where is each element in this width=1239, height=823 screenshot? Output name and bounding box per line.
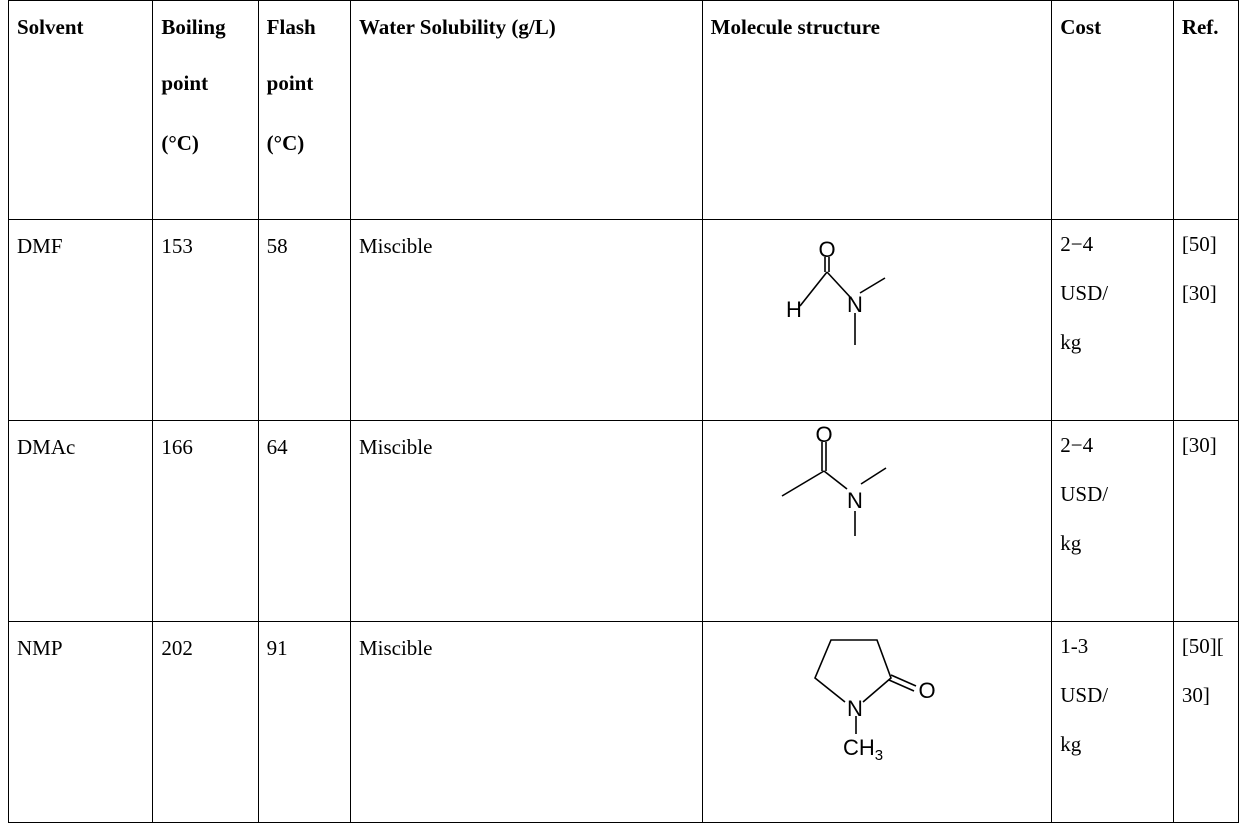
dmf-structure-diagram: O H N bbox=[786, 237, 886, 345]
cell-solubility: Miscible bbox=[349, 219, 703, 421]
header-ref: Ref. bbox=[1172, 0, 1239, 220]
cell-flash-point: 64 bbox=[257, 420, 351, 622]
cell-molecule-structure: O H N bbox=[701, 219, 1053, 421]
cell-solvent: NMP bbox=[7, 621, 154, 823]
table-row: NMP 202 91 Miscible O N CH3 1-3 USD/ kg bbox=[7, 621, 1239, 823]
header-cost: Cost bbox=[1051, 0, 1174, 220]
header-molecule-structure: Molecule structure bbox=[701, 0, 1053, 220]
oxygen-atom: O bbox=[818, 237, 835, 262]
table-row: DMF 153 58 Miscible O H N 2−4 bbox=[7, 219, 1239, 421]
header-row: Solvent Boiling point (°C) Flash point (… bbox=[7, 0, 1239, 220]
cell-boiling-point: 166 bbox=[152, 420, 259, 622]
cell-molecule-structure: O N CH3 bbox=[701, 621, 1053, 823]
cell-ref: [50] [30] bbox=[1172, 219, 1239, 421]
cell-solvent: DMF bbox=[7, 219, 154, 421]
header-boiling-point: Boiling point (°C) bbox=[152, 0, 259, 220]
cell-solubility: Miscible bbox=[349, 621, 703, 823]
hydrogen-atom: H bbox=[786, 297, 802, 322]
cell-solvent: DMAc bbox=[7, 420, 154, 622]
oxygen-atom: O bbox=[918, 678, 935, 703]
nitrogen-atom: N bbox=[847, 292, 863, 317]
cell-boiling-point: 153 bbox=[152, 219, 259, 421]
oxygen-atom: O bbox=[815, 422, 832, 447]
header-flash-point: Flash point (°C) bbox=[257, 0, 351, 220]
table-row: DMAc 166 64 Miscible O N 2−4 USD/ bbox=[7, 420, 1239, 622]
cell-cost: 2−4 USD/ kg bbox=[1051, 219, 1174, 421]
nitrogen-atom: N bbox=[847, 488, 863, 513]
cell-ref: [50][ 30] bbox=[1172, 621, 1239, 823]
cell-boiling-point: 202 bbox=[152, 621, 259, 823]
dmac-structure-diagram: O N bbox=[781, 422, 887, 536]
cell-flash-point: 91 bbox=[257, 621, 351, 823]
nitrogen-atom: N bbox=[847, 696, 863, 721]
nmp-structure-diagram: O N CH3 bbox=[813, 639, 935, 764]
cell-cost: 1-3 USD/ kg bbox=[1051, 621, 1174, 823]
cell-cost: 2−4 USD/ kg bbox=[1051, 420, 1174, 622]
cell-solubility: Miscible bbox=[349, 420, 703, 622]
cell-molecule-structure: O N bbox=[701, 420, 1053, 622]
cell-flash-point: 58 bbox=[257, 219, 351, 421]
header-solvent: Solvent bbox=[7, 0, 154, 220]
methyl-group-label: CH3 bbox=[843, 735, 883, 764]
solvent-properties-table: Solvent Boiling point (°C) Flash point (… bbox=[7, 0, 1239, 823]
header-water-solubility: Water Solubility (g/L) bbox=[349, 0, 703, 220]
cell-ref: [30] bbox=[1172, 420, 1239, 622]
